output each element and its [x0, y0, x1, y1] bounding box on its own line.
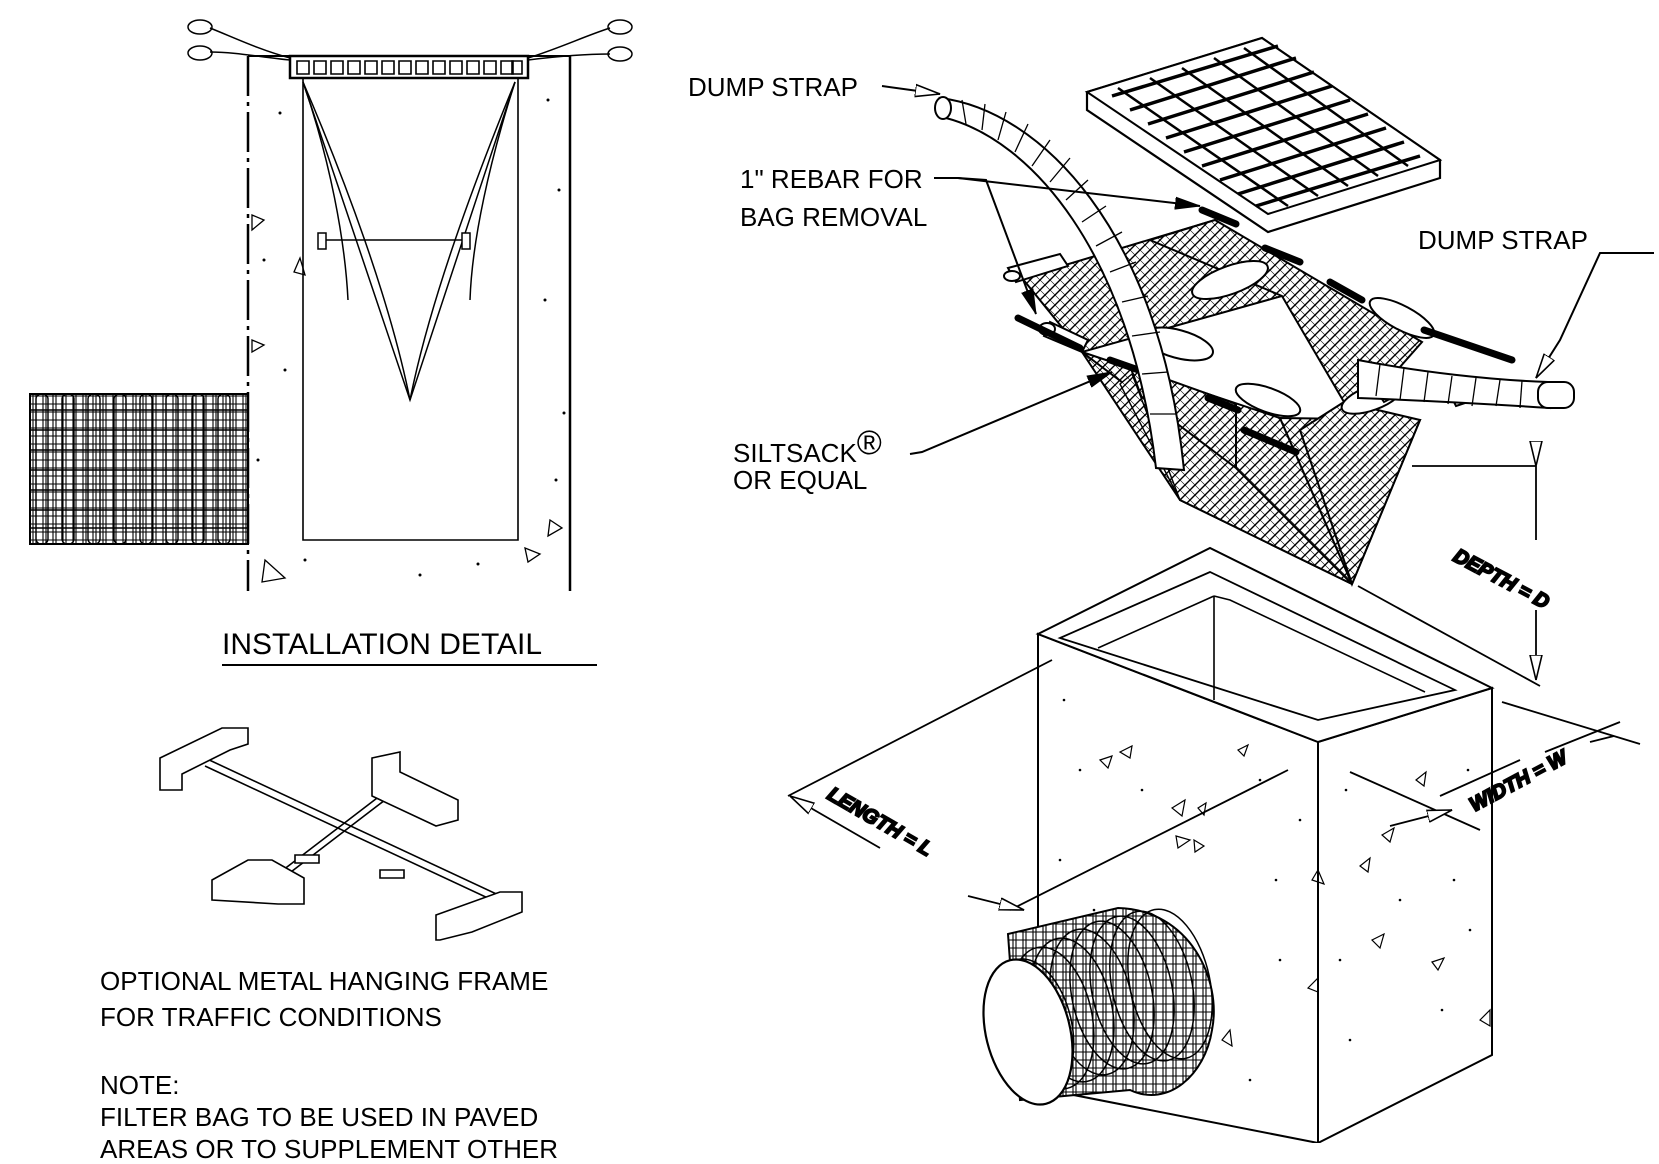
- rebar-label-line2: BAG REMOVAL: [740, 202, 928, 232]
- dim-depth-label: DEPTH = D: [1450, 545, 1553, 614]
- note-line2: AREAS OR TO SUPPLEMENT OTHER: [100, 1134, 558, 1164]
- registered-mark: ®: [856, 424, 882, 462]
- dump-strap-left-label: DUMP STRAP: [688, 72, 858, 102]
- grate-isometric: [1087, 38, 1440, 232]
- dim-length-label: LENGTH = L: [824, 783, 937, 861]
- inlet-pipe: [969, 901, 1225, 1114]
- frame-caption-line1: OPTIONAL METAL HANGING FRAME: [100, 966, 549, 996]
- frame-caption-line2: FOR TRAFFIC CONDITIONS: [100, 1002, 442, 1032]
- installation-detail-title: INSTALLATION DETAIL: [222, 628, 543, 661]
- rebar-label-line1: 1" REBAR FOR: [740, 164, 923, 194]
- siltsack-label-line2: OR EQUAL: [733, 465, 868, 495]
- dump-strap-right-label: DUMP STRAP: [1418, 225, 1588, 255]
- note-line1: FILTER BAG TO BE USED IN PAVED: [100, 1102, 539, 1132]
- siltsack-label-line1: SILTSACK®: [733, 426, 882, 468]
- dimension-lines: [788, 466, 1640, 910]
- siltsack-text: SILTSACK: [733, 438, 857, 468]
- leader-lines: [882, 86, 1654, 534]
- catch-basin-side-face: [1318, 688, 1492, 1143]
- note-heading: NOTE:: [100, 1070, 180, 1100]
- hanging-frame-sketch: [160, 728, 522, 940]
- installation-detail-view: [30, 20, 632, 591]
